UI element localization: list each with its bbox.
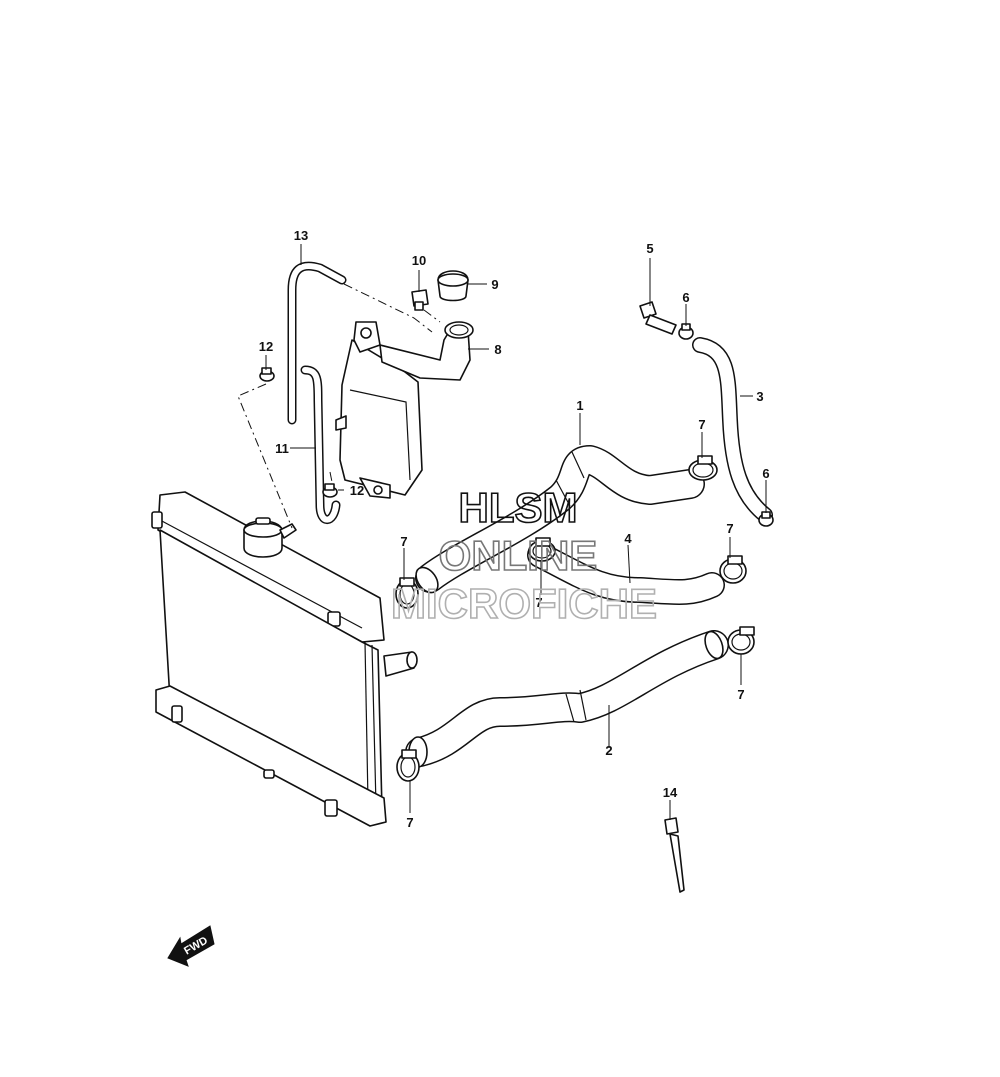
- hose-clamp: [528, 537, 556, 562]
- callout-7d: 7: [726, 521, 733, 536]
- watermark-line-1: HLSM: [459, 484, 578, 531]
- callout-2: 2: [605, 743, 612, 758]
- hose-clamp: [719, 555, 747, 584]
- overflow-hose: [287, 261, 347, 425]
- cable-tie: [664, 817, 685, 893]
- callout-4: 4: [624, 531, 632, 546]
- hose-clamp: [727, 626, 755, 655]
- callout-7a: 7: [400, 534, 407, 549]
- leader-lines: [265, 244, 767, 820]
- callout-11: 11: [275, 441, 289, 456]
- hose-clip: [259, 367, 275, 382]
- bolt: [411, 289, 429, 311]
- callout-7b: 7: [535, 595, 542, 610]
- hose-clamp: [396, 749, 420, 782]
- watermark-line-3: MICROFICHE: [391, 580, 657, 627]
- hose-clip: [758, 511, 774, 527]
- fwd-arrow-icon: FWD: [167, 925, 215, 967]
- union-fitting: [639, 301, 677, 335]
- callout-8: 8: [494, 342, 501, 357]
- callout-6b: 6: [762, 466, 769, 481]
- hose-clip: [322, 483, 338, 498]
- callout-14: 14: [663, 785, 678, 800]
- callouts: 1 2 3 4 5 6 6 7 7 7 7 7 7 8 9 10 11 12 1…: [259, 228, 770, 830]
- callout-12a: 12: [259, 339, 273, 354]
- hose-clamp: [688, 455, 718, 481]
- callout-12b: 12: [350, 483, 364, 498]
- bypass-hose-lower: [527, 542, 725, 606]
- reservoir-hose: [300, 365, 341, 524]
- assembly-lines: [237, 283, 441, 529]
- watermark-line-2: ONLINE: [439, 532, 598, 579]
- callout-7c: 7: [698, 417, 705, 432]
- callout-13: 13: [294, 228, 308, 243]
- radiator: [151, 491, 418, 827]
- radiator-inlet-hose: [415, 445, 705, 594]
- reservoir-tank: [335, 321, 474, 499]
- callout-10: 10: [412, 253, 426, 268]
- reservoir-cap: [437, 270, 469, 302]
- callout-3: 3: [756, 389, 763, 404]
- hose-clip: [678, 323, 694, 340]
- bypass-hose: [692, 337, 773, 523]
- callout-7e: 7: [737, 687, 744, 702]
- hose-clamp: [395, 577, 419, 609]
- radiator-outlet-hose: [405, 630, 729, 768]
- callout-7f: 7: [406, 815, 413, 830]
- watermark: HLSM ONLINE MICROFICHE: [390, 483, 658, 628]
- callout-1: 1: [576, 398, 583, 413]
- callout-9: 9: [491, 277, 498, 292]
- callout-6a: 6: [682, 290, 689, 305]
- callout-5: 5: [646, 241, 653, 256]
